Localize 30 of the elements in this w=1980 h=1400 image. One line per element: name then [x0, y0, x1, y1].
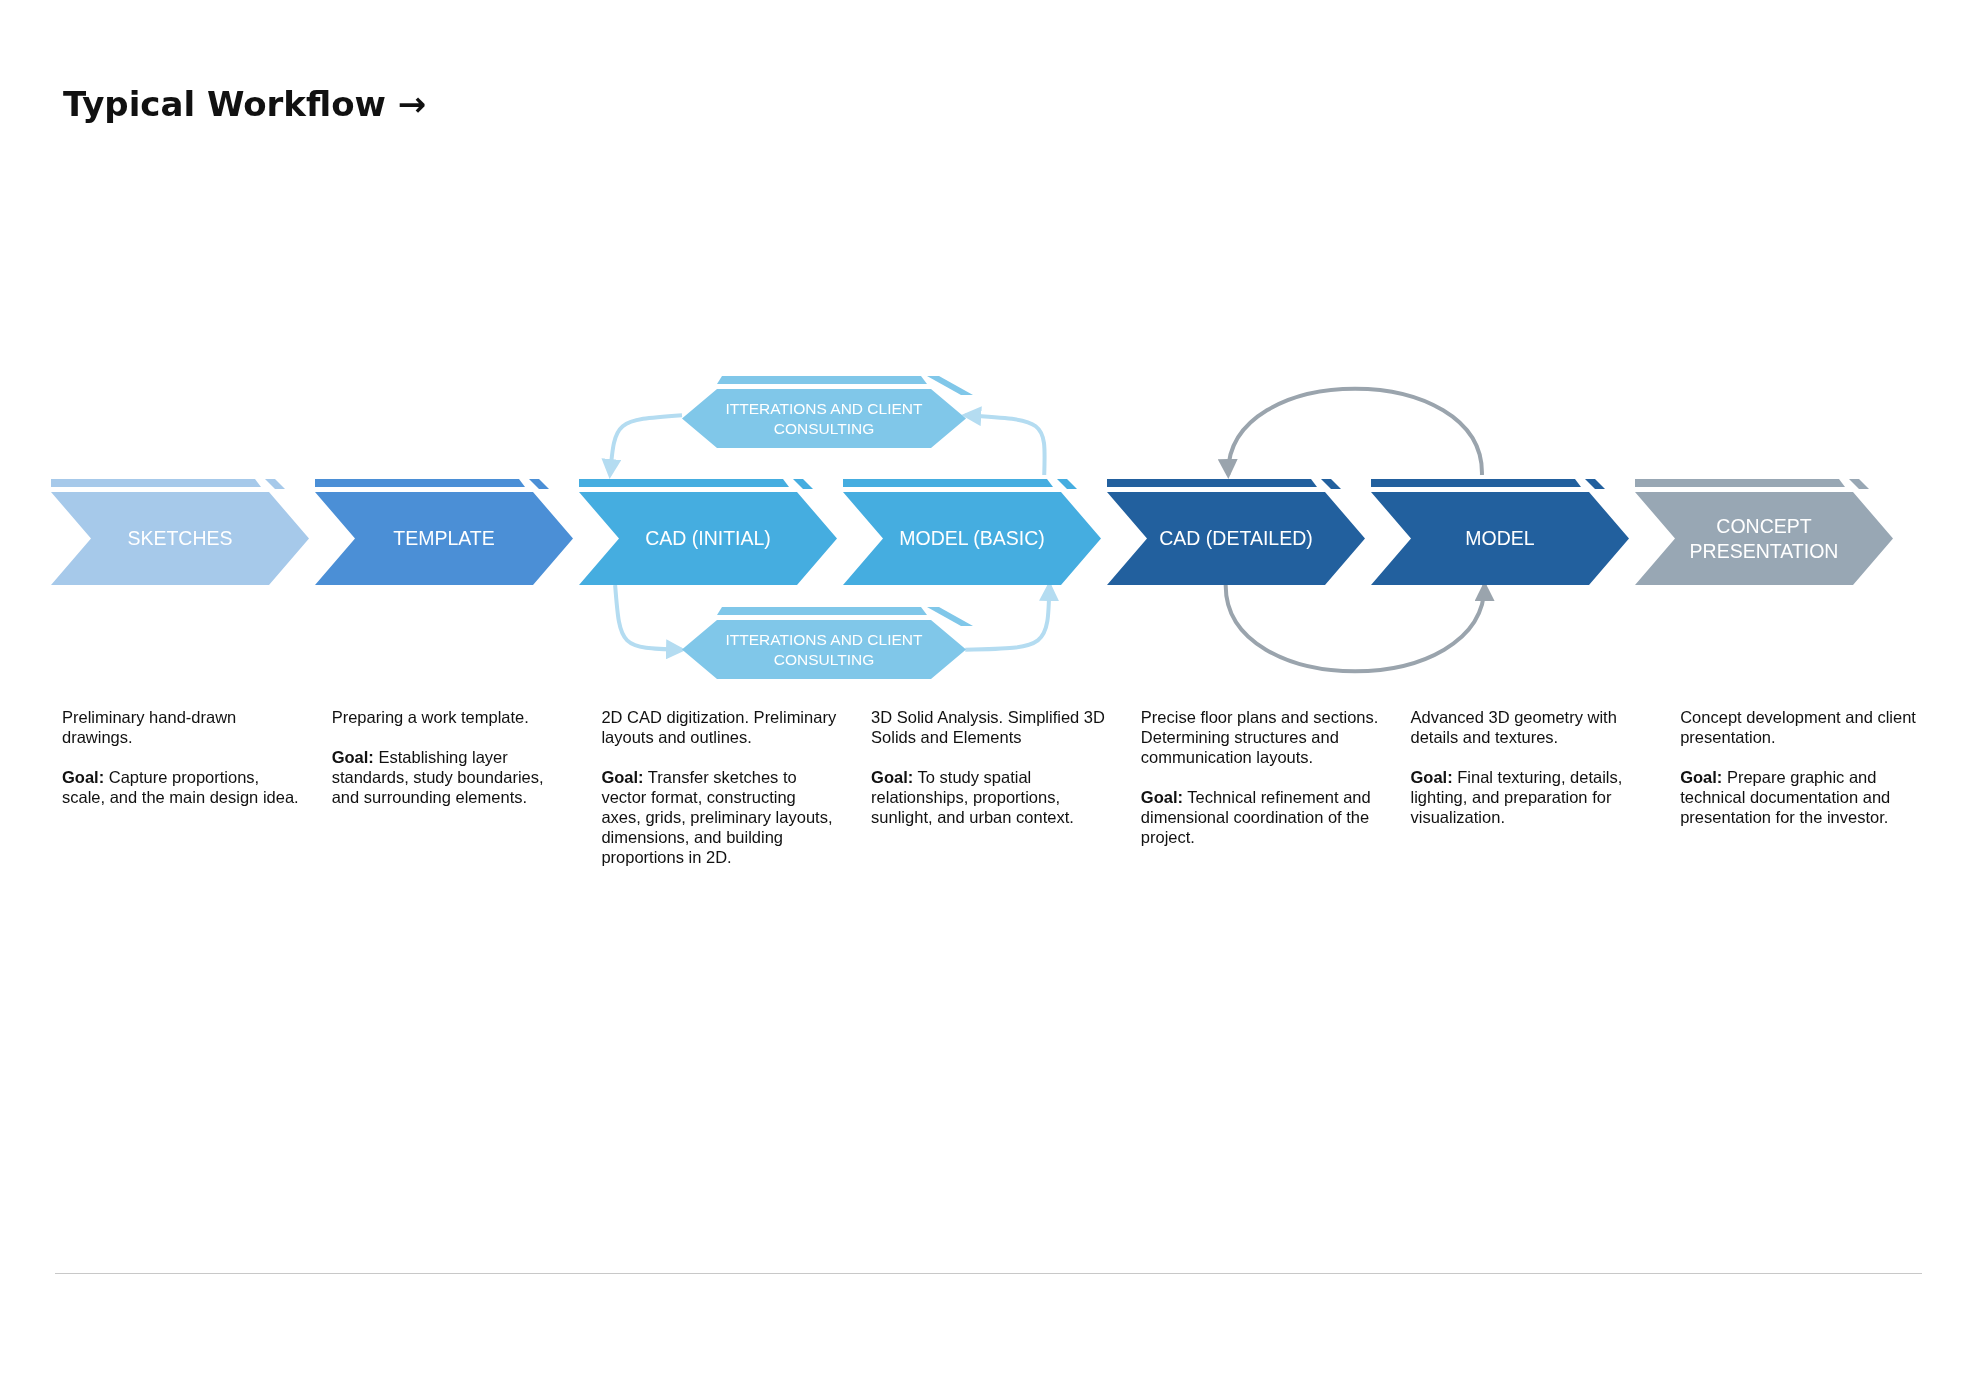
stage-description: Preliminary hand-drawn drawings.	[62, 707, 238, 747]
stage-description: Advanced 3D geometry with details and textures.	[1410, 707, 1618, 747]
curved-arrow	[961, 406, 1047, 476]
stage-description: Goal: Prepare graphic and technical documentation and presentation for the investor.	[1680, 767, 1892, 827]
stage-description: Goal: Technical refinement and dimensional coordination of the project.	[1140, 787, 1372, 847]
stage-description: 3D Solid Analysis. Simplified 3D Solids and Elements	[871, 707, 1106, 747]
curved-arrow	[613, 584, 686, 660]
diagram-title: Typical Workflow →	[63, 84, 427, 124]
curved-arrow	[1221, 386, 1484, 479]
stage-description: Goal: Transfer sketches to vector format, constructing axes, grids, preliminary layouts, dimensions, and building proportions in 2D.	[601, 767, 834, 867]
iteration-hexagon	[682, 606, 974, 679]
stage-label: CONCEPT PRESENTATION	[1688, 514, 1840, 563]
stage-description: Precise floor plans and sections. Determining structures and communication layouts.	[1140, 707, 1379, 767]
curved-arrow	[601, 413, 683, 479]
stage-description: Goal: Capture proportions, scale, and the main design idea.	[62, 767, 300, 807]
stage-description: Goal: Final texturing, details, lighting, and preparation for visualization.	[1410, 767, 1624, 827]
stage-label: SKETCHES	[127, 526, 233, 551]
stage-label: MODEL	[1465, 526, 1535, 551]
stage-description: Goal: Establishing layer standards, study boundaries, and surrounding elements.	[331, 747, 545, 807]
stage-label: ITTERATIONS AND CLIENT CONSULTING	[724, 399, 924, 438]
stage-description: 2D CAD digitization. Preliminary layouts and outlines.	[601, 707, 838, 747]
iteration-hexagon	[682, 375, 974, 448]
stage-label: CAD (INITIAL)	[645, 526, 771, 551]
stage-description: Preparing a work template.	[331, 707, 530, 727]
stage-label: TEMPLATE	[393, 526, 495, 551]
stage-description: Goal: To study spatial relationships, proportions, sunlight, and urban context.	[871, 767, 1075, 827]
stage-label: CAD (DETAILED)	[1159, 526, 1313, 551]
stage-description: Concept development and client presentation.	[1680, 707, 1917, 747]
stage-label: MODEL (BASIC)	[899, 526, 1045, 551]
stage-label: ITTERATIONS AND CLIENT CONSULTING	[724, 630, 924, 669]
